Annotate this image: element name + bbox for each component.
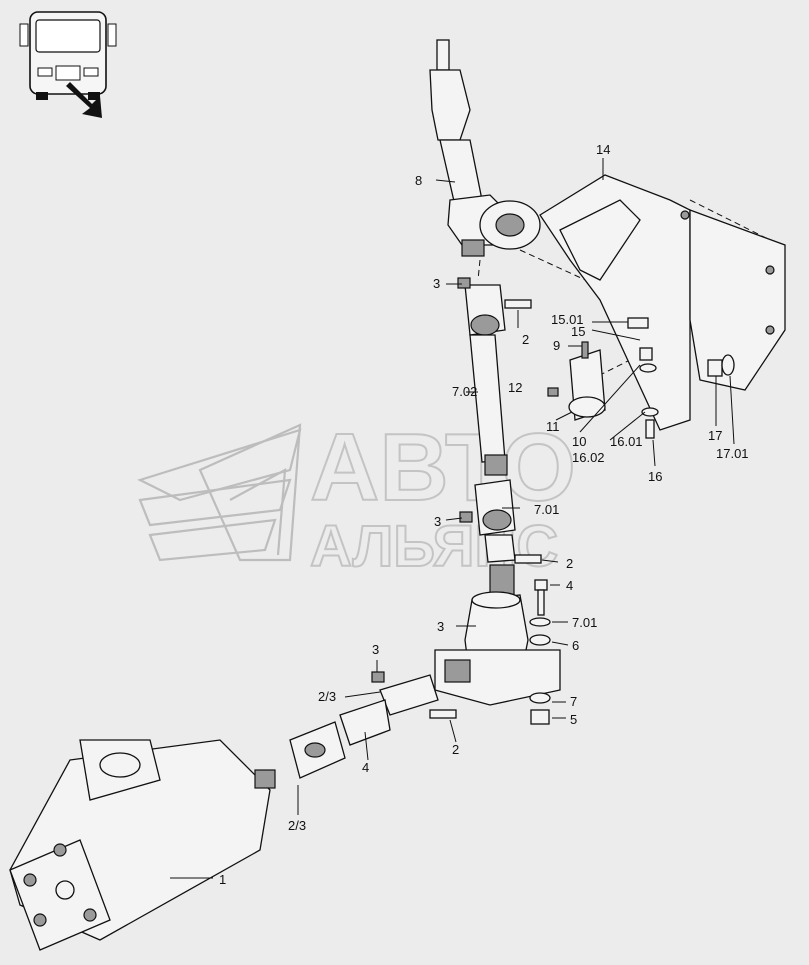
callout-2-mid: 2 — [566, 556, 573, 571]
callout-16-01: 16.01 — [610, 434, 643, 449]
part-4-lower-shaft — [289, 674, 439, 779]
watermark-line2: АЛЬЯНС — [310, 514, 558, 579]
callout-8: 7.01 — [534, 502, 559, 517]
callout-3-top: 3 — [433, 276, 440, 291]
callout-17: 17 — [708, 428, 722, 443]
watermark-line1: АВТО — [310, 414, 576, 521]
callout-11: 9 — [553, 338, 560, 353]
callout-13-01: 12 — [508, 380, 522, 395]
callout-13: 11 — [546, 419, 560, 434]
callout-9: 7.02 — [452, 384, 477, 399]
callout-10: 8 — [415, 173, 422, 188]
bus-front-icon — [19, 11, 117, 118]
callout-14: 14 — [596, 142, 610, 157]
part-1-steering-gear — [9, 739, 276, 951]
callout-3-low-label: 3 — [372, 642, 379, 657]
parts-6-7-fasteners — [529, 579, 551, 725]
callout-6: 4 — [566, 578, 573, 593]
callout-7-02: 7.01 — [572, 615, 597, 630]
part-5-gear-box — [434, 564, 561, 706]
callout-1: 1 — [219, 872, 226, 887]
callout-2-3-lower: 2/3 — [288, 818, 306, 833]
callout-12: 10 — [572, 434, 586, 449]
callout-15: 15 — [571, 324, 585, 339]
callout-2-top: 2 — [522, 332, 529, 347]
callout-7: 5 — [570, 712, 577, 727]
callout-17-01: 17.01 — [716, 446, 749, 461]
callout-5: 3 — [437, 619, 444, 634]
parts-11-17-small-components — [371, 277, 735, 719]
callout-16-02: 16.02 — [572, 450, 605, 465]
callout-7-01-upper: 6 — [572, 638, 579, 653]
part-10-steering-column — [429, 39, 541, 257]
watermark-emblem — [137, 423, 302, 562]
callout-3-mid: 3 — [434, 514, 441, 529]
callout-labels: 8 14 3 2 15.01 15 9 7.02 12 11 10 16.01 … — [219, 142, 749, 887]
callout-2-low: 2 — [452, 742, 459, 757]
watermark-logo: АВТО АЛЬЯНС — [137, 413, 577, 580]
callout-2-3-upper: 2/3 — [318, 689, 336, 704]
callout-15-01: 15.01 — [551, 312, 584, 327]
callout-7-01-lower: 7 — [570, 694, 577, 709]
part-8-universal-joint — [474, 479, 516, 563]
part-9-intermediate-shaft — [464, 284, 508, 476]
callout-16: 16 — [648, 469, 662, 484]
callout-4-label: 4 — [362, 760, 369, 775]
leader-lines — [170, 158, 735, 879]
